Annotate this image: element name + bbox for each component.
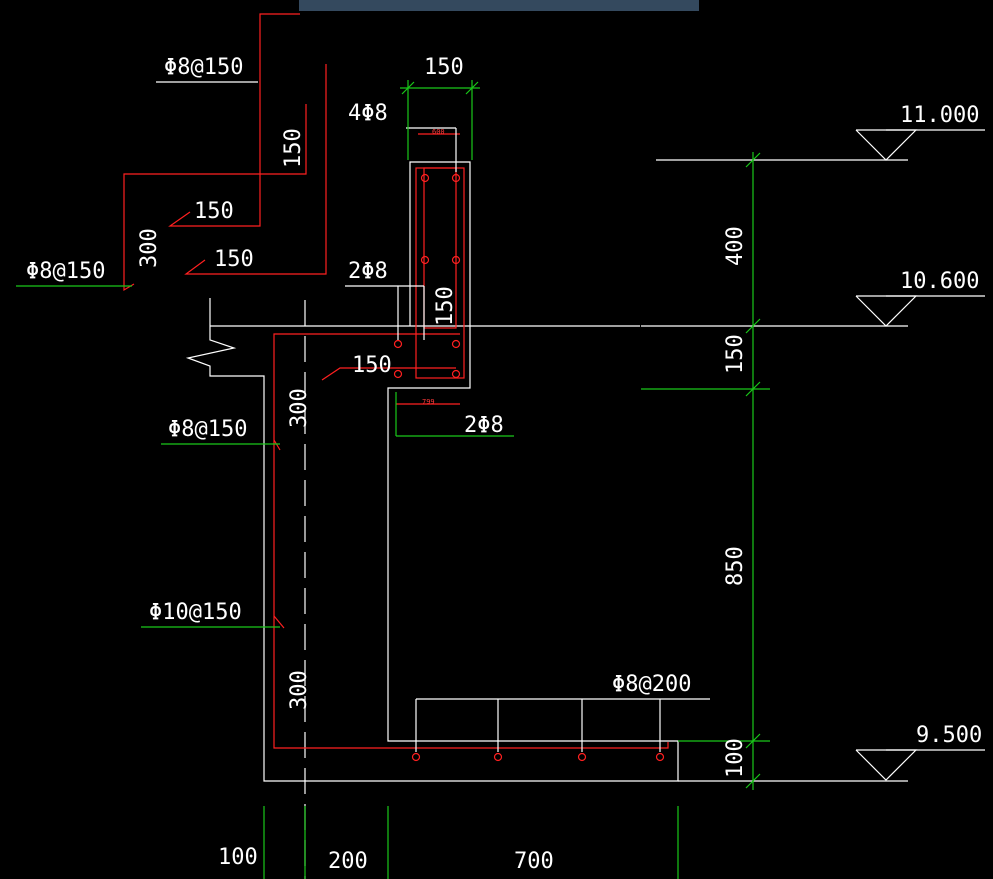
vdim-850: 850 <box>723 546 748 586</box>
annotation-text: Φ8@150 Φ8@150 Φ8@150 Φ10@150 Φ8@200 4Φ8 … <box>26 55 982 874</box>
bdim-700: 700 <box>514 849 554 874</box>
elevation-mid: 10.600 <box>900 269 979 294</box>
rebar-top-dist-label: Φ8@150 <box>164 55 243 80</box>
window-title-bar <box>299 0 699 11</box>
beam-mid-bars-label: 2Φ8 <box>348 259 388 284</box>
hook-150-b: 150 <box>214 247 254 272</box>
rebar-left-dist-label: Φ8@150 <box>26 259 105 284</box>
beam-small-top: 600 <box>432 128 445 136</box>
beam-width-dim: 150 <box>424 55 464 80</box>
rebar-wall-mid-label: Φ8@150 <box>168 417 247 442</box>
elevation-bottom: 9.500 <box>916 723 982 748</box>
beam-small-bot: 799 <box>422 398 435 406</box>
rebar-lines <box>123 13 669 762</box>
beam-inner-150: 150 <box>433 286 458 326</box>
leader-lines <box>156 81 985 782</box>
bdim-100: 100 <box>218 845 258 870</box>
vdim-400: 400 <box>723 226 748 266</box>
concrete-outline <box>185 161 679 879</box>
dimension-lines <box>16 80 770 879</box>
wall-300-upper: 300 <box>287 388 312 428</box>
beam-lap-150: 150 <box>352 353 392 378</box>
hook-300-left: 300 <box>137 228 162 268</box>
vdim-150: 150 <box>723 334 748 374</box>
beam-top-bars-label: 4Φ8 <box>348 101 388 126</box>
wall-300-lower: 300 <box>287 670 312 710</box>
elevation-top: 11.000 <box>900 103 979 128</box>
hook-150-a: 150 <box>194 199 234 224</box>
rebar-slab-label: Φ8@200 <box>612 672 691 697</box>
hook-150-vert: 150 <box>281 128 306 168</box>
beam-bot-bars-label: 2Φ8 <box>464 413 504 438</box>
rebar-wall-main-label: Φ10@150 <box>149 600 242 625</box>
vdim-100: 100 <box>723 738 748 778</box>
bdim-200: 200 <box>328 849 368 874</box>
